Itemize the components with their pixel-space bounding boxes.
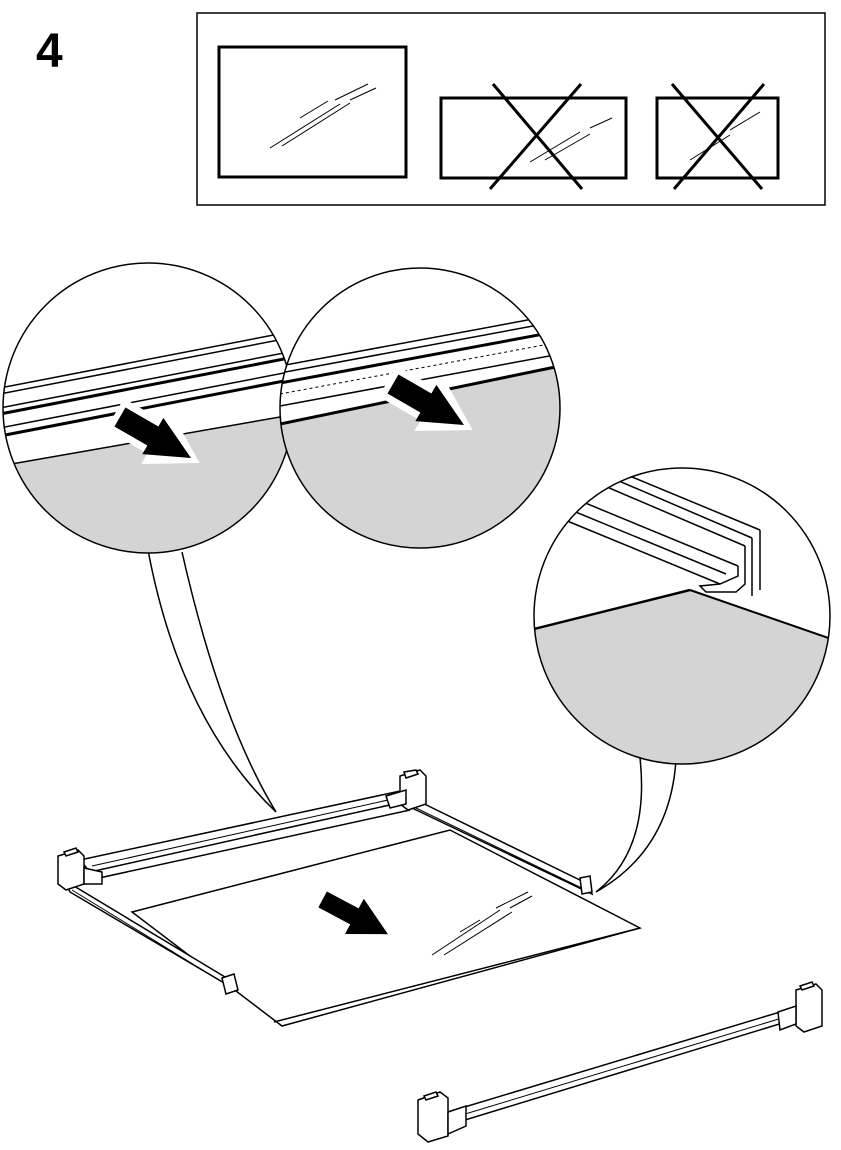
callout-tails (147, 549, 677, 893)
pane-size-legend (196, 12, 826, 206)
arrow-icon (318, 891, 388, 935)
glass-reflection-icon (269, 83, 377, 149)
corner-bracket-front-left (417, 1091, 467, 1143)
detail-circle-middle (279, 267, 561, 549)
frame-assembly (57, 769, 643, 1027)
cross-icon (488, 83, 584, 190)
corner-bracket-back-left (57, 847, 103, 891)
detail-circle-left (2, 262, 294, 554)
glass-reflection-icon (431, 891, 533, 956)
corner-bracket-front-right (777, 981, 823, 1033)
arrow-icon (378, 365, 473, 431)
small-pane-incorrect (655, 83, 780, 190)
large-pane-correct (217, 45, 408, 179)
front-rail-part (417, 981, 823, 1143)
cross-icon (670, 83, 766, 190)
rail-end-left (221, 973, 239, 995)
medium-pane-incorrect (439, 83, 628, 190)
step-number: 4 (36, 25, 63, 78)
arrow-icon (105, 398, 200, 464)
rail-end-right (579, 875, 593, 895)
glass-panel (130, 829, 643, 1027)
corner-bracket-back-right (385, 769, 427, 811)
detail-circle-right (533, 467, 831, 765)
